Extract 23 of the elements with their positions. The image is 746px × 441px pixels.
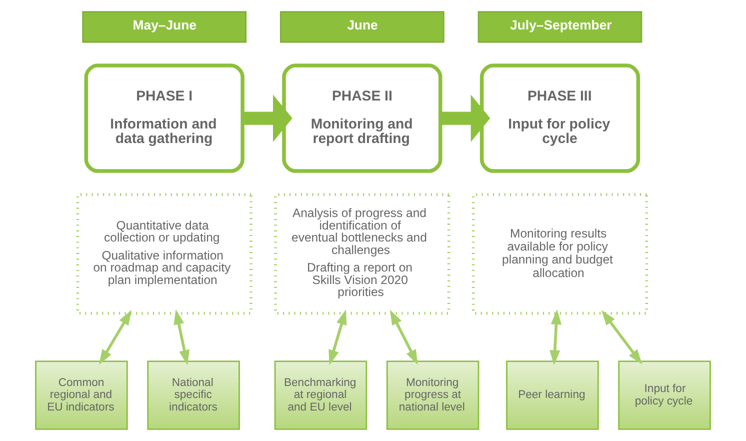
node-box: Quantitative data collection or updating Qualitative information on roadmap and capacity plan implementation — [76, 193, 252, 315]
arrow — [440, 94, 490, 142]
node-box: Common regional and EU indicators — [35, 360, 128, 430]
node-box: Analysis of progress and identification of eventual bottlenecks and challenges Drafting a report on Skills Vision 2020 priorities — [274, 193, 450, 315]
arrow — [99, 310, 132, 365]
arrow — [174, 309, 190, 366]
arrow — [390, 310, 418, 365]
node-box: Input for policy cycle — [618, 360, 711, 430]
node-box: Monitoring progress at national level — [386, 360, 480, 430]
arrow — [242, 94, 292, 142]
node-box: Peer learning — [506, 360, 599, 430]
arrow — [550, 309, 562, 366]
node-box: PHASE III Input for policy cycle — [480, 64, 640, 173]
node-box: July–September — [478, 11, 642, 43]
arrow — [328, 310, 347, 366]
node-box: National specific indicators — [147, 360, 240, 430]
node-box: Benchmarking at regional and EU level — [274, 360, 368, 430]
node-box: June — [280, 11, 444, 43]
node-box: PHASE I Information and data gathering — [84, 64, 244, 173]
node-box: Monitoring results available for policy planning and budget allocation — [472, 193, 648, 315]
node-box: May–June — [82, 11, 247, 43]
node-box: PHASE II Monitoring and report drafting — [282, 64, 442, 173]
arrow — [601, 310, 642, 364]
